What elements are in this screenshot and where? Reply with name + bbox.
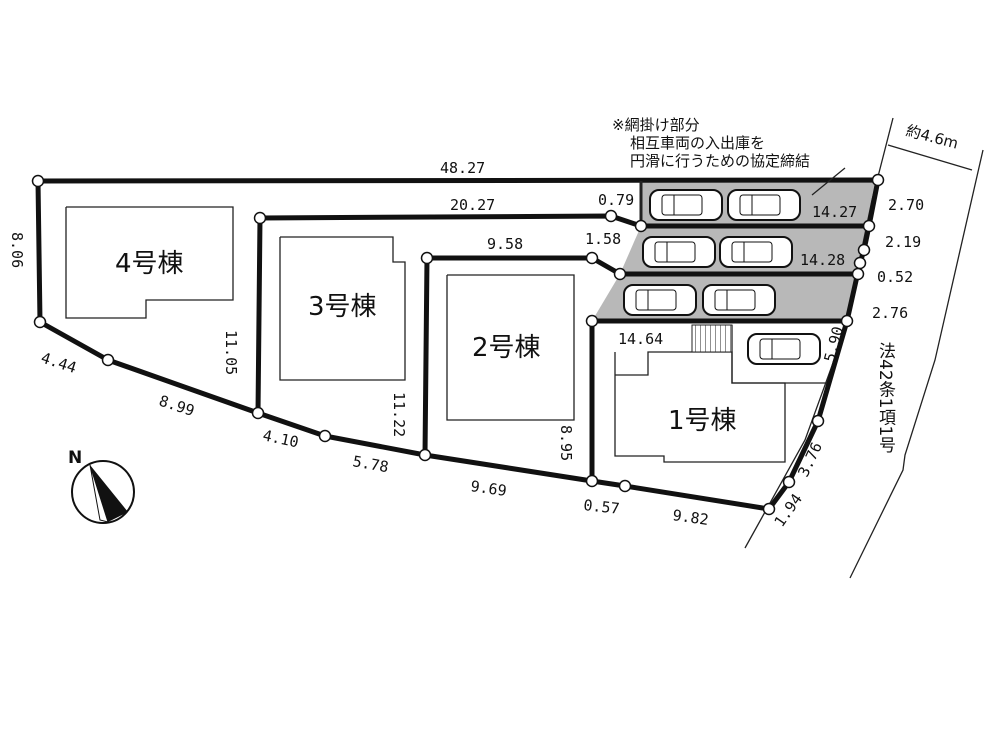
boundary-point	[762, 502, 776, 516]
boundary-point	[782, 475, 796, 489]
car-icon	[747, 333, 821, 365]
boundary-points	[31, 173, 885, 516]
car-icon	[702, 284, 776, 316]
dim-276: 2.76	[872, 304, 908, 322]
dim-410: 4.10	[261, 426, 300, 451]
dim-057: 0.57	[583, 496, 621, 518]
dim-2027: 20.27	[450, 196, 495, 214]
dim-578: 5.78	[351, 452, 390, 476]
note-line-1: ※網掛け部分	[612, 116, 700, 134]
boundary-point	[857, 243, 871, 257]
dim-052: 0.52	[877, 268, 913, 286]
cars	[623, 189, 821, 365]
building-4-label: 4号棟	[115, 249, 184, 279]
dim-444: 4.44	[39, 349, 79, 377]
road-edge-right	[849, 149, 984, 579]
dim-top: 48.27	[440, 159, 485, 177]
dim-958: 9.58	[487, 235, 523, 253]
dim-158: 1.58	[585, 230, 621, 248]
boundary-point	[604, 209, 618, 223]
boundary-point	[318, 429, 332, 443]
building-1-label: 1号棟	[668, 406, 737, 436]
boundary-point	[853, 256, 867, 270]
note-leader	[811, 167, 846, 196]
boundary-point	[613, 267, 627, 281]
boundary-point	[31, 174, 45, 188]
dim-982: 9.82	[671, 506, 709, 529]
dim-590: 5.90	[820, 324, 847, 364]
car-icon	[727, 189, 801, 221]
boundary-point	[420, 251, 434, 265]
dim-969: 9.69	[469, 477, 507, 500]
note-line-2: 相互車両の入出庫を	[630, 134, 765, 152]
boundary-point	[851, 267, 865, 281]
dim-270: 2.70	[888, 196, 924, 214]
boundary-point	[33, 315, 47, 329]
dim-895: 8.95	[557, 425, 575, 461]
building-4-outline	[65, 206, 234, 319]
building-3-outline	[279, 236, 406, 381]
boundary-point	[585, 314, 599, 328]
building-2-label: 2号棟	[472, 333, 541, 363]
road-label: 法42条1項1号	[875, 342, 896, 454]
boundary-point	[585, 251, 599, 265]
north-arrow-icon: N	[68, 448, 135, 524]
car-icon	[719, 236, 793, 268]
dim-899: 8.99	[157, 392, 197, 420]
dim-1427: 14.27	[812, 203, 857, 221]
building-3-label: 3号棟	[308, 292, 377, 322]
boundary-point	[253, 211, 267, 225]
dim-1464: 14.64	[618, 330, 663, 348]
boundary-point	[634, 219, 648, 233]
boundary-point	[871, 173, 885, 187]
dim-1105: 11.05	[222, 330, 240, 375]
building-2-outline	[446, 274, 575, 421]
dim-1428: 14.28	[800, 251, 845, 269]
note-line-3: 円滑に行うための協定締結	[630, 152, 810, 170]
car-icon	[649, 189, 723, 221]
north-label: N	[68, 448, 82, 468]
dim-219: 2.19	[885, 233, 921, 251]
car-icon	[623, 284, 697, 316]
building-1-carport	[731, 325, 830, 384]
dim-1122: 11.22	[390, 392, 408, 437]
dim-left: 8.06	[8, 232, 26, 268]
road-width-label: 約4.6m	[904, 121, 960, 152]
dim-079: 0.79	[598, 191, 634, 209]
road-width-arrow	[887, 144, 973, 171]
boundary-point	[101, 353, 115, 367]
entry-stairs	[691, 324, 733, 353]
boundary-point	[862, 219, 876, 233]
boundary-point	[811, 414, 825, 428]
boundary-point	[618, 479, 632, 493]
car-icon	[642, 236, 716, 268]
boundary-point	[585, 474, 599, 488]
boundary-point	[840, 314, 854, 328]
boundary-point	[418, 448, 432, 462]
boundary-point	[251, 406, 265, 420]
